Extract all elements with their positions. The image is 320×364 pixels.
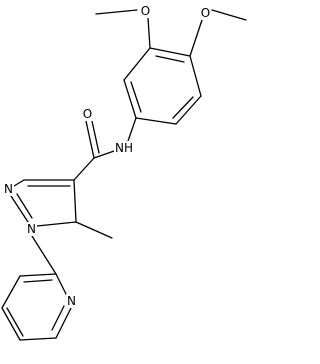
bond-o-right-ring [189, 19, 203, 57]
bond-ring-a-6 [123, 47, 151, 81]
atom-label-amide-nh: NH [115, 141, 133, 155]
bond-py-inner-2 [6, 307, 24, 337]
bond-py-inner-3 [51, 305, 65, 331]
atom-label-n-pyrazole-2: N [4, 182, 13, 196]
bond-py-4 [1, 307, 21, 341]
atom-layer: O O O NH N N N [3, 4, 211, 308]
atom-label-o-methoxy-right: O [201, 6, 210, 20]
bond-ring-a-5 [123, 79, 137, 119]
bond-ring-a-inner-1 [155, 55, 185, 63]
bond-carbonyl-c-o-2 [91, 120, 100, 154]
bond-pz-c3-n2 [13, 179, 25, 187]
bond-py-1 [55, 273, 68, 297]
bond-pz-n1-c5 [36, 221, 77, 227]
bond-py-6 [19, 273, 57, 277]
bond-methyl-upper [95, 9, 138, 15]
atom-o-methoxy-upper: O [140, 4, 151, 18]
atom-o-carbonyl: O [82, 107, 93, 121]
atom-label-o-carbonyl: O [83, 107, 92, 121]
atom-label-n-pyrazole-1: N [27, 222, 36, 236]
bond-py-2 [55, 305, 73, 339]
bond-pz-n2-n1-2 [16, 193, 33, 219]
bond-pz-c5-methyl [75, 221, 113, 239]
bond-carbonyl-c-pyrazole [73, 157, 95, 181]
bond-py-5 [1, 275, 21, 309]
atom-n-pyridine: N [66, 294, 77, 308]
bond-ring-a-4 [135, 117, 177, 125]
bond-ring-nh [127, 117, 137, 142]
bond-ring-a-2 [189, 55, 202, 97]
atom-o-methoxy-right: O [200, 6, 211, 20]
bond-pz-n2-n1-1 [10, 195, 29, 223]
atom-label-n-pyridine: N [67, 294, 76, 308]
bond-carbonyl-c-o-1 [85, 120, 95, 159]
bond-py-inner-1 [23, 279, 53, 283]
bond-o-right-methyl [211, 9, 247, 21]
bond-layer [1, 9, 247, 341]
structure-diagram: O O O NH N N N [1, 4, 247, 341]
molecule-svg: O O O NH N N N [1, 4, 247, 341]
bond-ring-a-inner-2 [172, 96, 194, 119]
atom-amide-nh: NH [114, 141, 134, 155]
atom-label-o-methoxy-upper: O [141, 4, 150, 18]
atom-n-pyrazole-1: N [26, 222, 37, 236]
bond-ring-a-inner-3 [130, 81, 142, 113]
bond-ring-a-1 [149, 47, 191, 57]
bond-py-3 [19, 337, 57, 341]
bond-o-upper-ring [147, 17, 151, 49]
bond-ring-a-3 [175, 95, 202, 125]
atom-n-pyrazole-2: N [3, 182, 14, 196]
bond-pz-c5-c4 [73, 179, 77, 223]
bond-nh-carbonyl-c [93, 149, 118, 159]
bond-n1-pyridyl [31, 235, 57, 275]
